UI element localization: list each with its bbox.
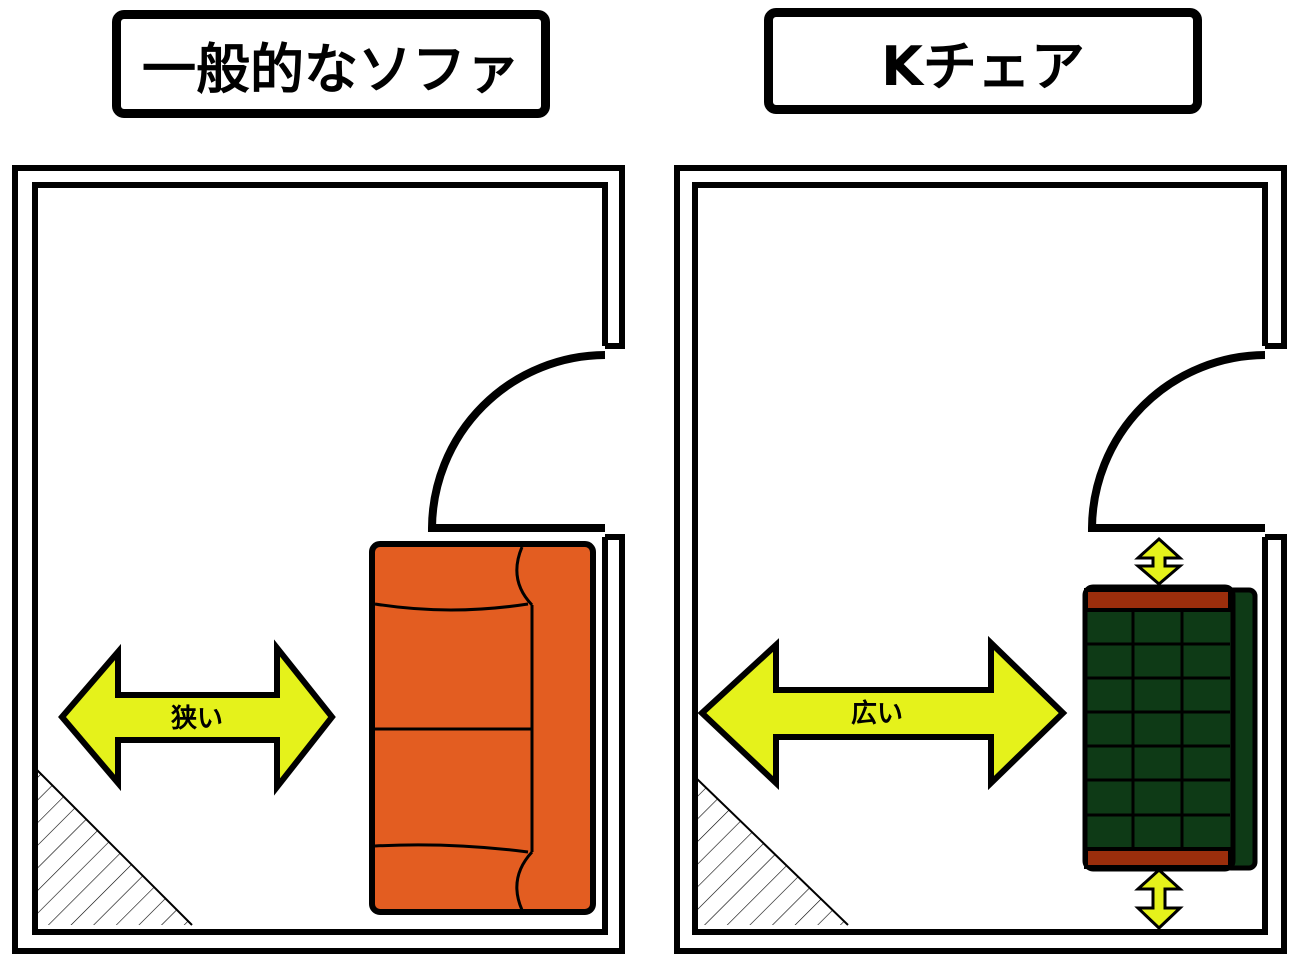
room-right-outer-wall	[674, 165, 1287, 954]
sofa-armrest-top	[374, 602, 529, 612]
sofa-armrest-bottom	[374, 843, 529, 854]
clearance-arrow-top	[1133, 536, 1185, 586]
room-right-door	[1087, 351, 1266, 532]
k-chair-cushion-grid	[1086, 610, 1230, 849]
room-left-outer-wall	[12, 165, 625, 954]
panel-title-sofa: 一般的なソファ	[112, 10, 550, 118]
narrow-arrow: 狭い	[58, 639, 336, 796]
narrow-arrow-shape	[58, 639, 336, 796]
sofa-curve-bottom	[515, 850, 534, 911]
k-chair	[1082, 584, 1258, 872]
room-left	[12, 165, 625, 954]
sofa	[369, 541, 596, 915]
k-chair-frame-top	[1084, 588, 1232, 612]
panel-title-k-chair-text: Kチェア	[881, 34, 1085, 98]
room-left-door	[427, 351, 606, 532]
panel-title-k-chair: Kチェア	[764, 8, 1202, 114]
wide-arrow-label: 広い	[851, 698, 903, 729]
room-right-hatched-corner	[694, 776, 849, 926]
room-right-inner-wall	[692, 182, 1268, 935]
narrow-arrow-label: 狭い	[170, 704, 223, 734]
k-chair-frame-bottom	[1084, 847, 1232, 869]
panel-title-sofa-text: 一般的なソファ	[142, 37, 520, 101]
wide-arrow: 広い	[697, 635, 1068, 791]
room-left-hatched-corner	[34, 767, 193, 926]
sofa-curve-top	[515, 546, 534, 607]
room-right	[674, 165, 1287, 954]
wide-arrow-shape	[697, 635, 1068, 791]
clearance-arrow-bottom	[1134, 867, 1184, 931]
room-left-inner-wall	[32, 182, 608, 935]
k-chair-body	[1082, 584, 1236, 872]
